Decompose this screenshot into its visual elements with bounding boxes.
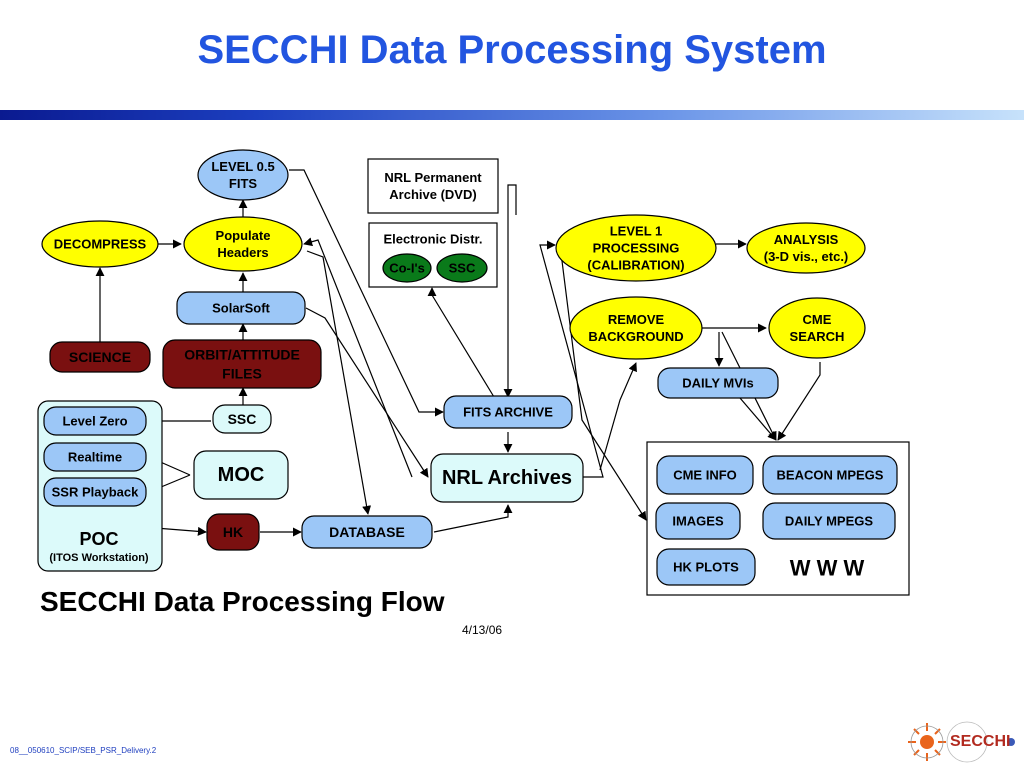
node-level1: LEVEL 1 PROCESSING (CALIBRATION) bbox=[555, 214, 717, 282]
node-fits-archive: FITS ARCHIVE bbox=[443, 395, 573, 429]
node-daily-mpegs: DAILY MPEGS bbox=[762, 502, 896, 540]
node-moc: MOC bbox=[193, 450, 289, 500]
populate-label: Populate bbox=[216, 228, 271, 243]
moc-label: MOC bbox=[218, 464, 265, 486]
cme-info-label: CME INFO bbox=[673, 468, 737, 483]
level-zero-label: Level Zero bbox=[62, 414, 127, 429]
nrl-permanent-label: NRL Permanent bbox=[384, 170, 482, 185]
solarsoft-label: SolarSoft bbox=[212, 301, 270, 316]
daily-mpegs-label: DAILY MPEGS bbox=[785, 514, 873, 529]
title-gradient-rule bbox=[0, 110, 1024, 120]
analysis-label: (3-D vis., etc.) bbox=[764, 249, 849, 264]
remove-bg-label: REMOVE bbox=[608, 312, 665, 327]
level1-label: PROCESSING bbox=[593, 241, 680, 256]
node-www: W W W bbox=[790, 556, 865, 581]
orbit-label: FILES bbox=[222, 366, 262, 382]
node-solarsoft: SolarSoft bbox=[176, 291, 306, 325]
node-science: SCIENCE bbox=[49, 341, 151, 373]
node-poc: POC bbox=[79, 529, 118, 549]
node-hk-plots: HK PLOTS bbox=[656, 548, 756, 586]
node-decompress: DECOMPRESS bbox=[41, 220, 159, 268]
daily-mvis-label: DAILY MVIs bbox=[682, 376, 754, 391]
cme-search-label: SEARCH bbox=[790, 329, 845, 344]
science-label: SCIENCE bbox=[69, 349, 131, 365]
page-title: SECCHI Data Processing System bbox=[197, 28, 827, 72]
node-orbit: ORBIT/ATTITUDE FILES bbox=[162, 339, 322, 389]
node-electronic: Electronic Distr. bbox=[384, 232, 483, 247]
poc-label: POC bbox=[79, 529, 118, 549]
realtime-label: Realtime bbox=[68, 450, 122, 465]
edge-nrl-populate bbox=[303, 237, 413, 478]
nrl-permanent-box bbox=[367, 158, 499, 214]
edge-fits-permanent bbox=[503, 184, 517, 398]
ssc-green-label: SSC bbox=[449, 261, 476, 276]
node-realtime: Realtime bbox=[43, 442, 147, 472]
edge-populate-database bbox=[306, 250, 372, 515]
database-label: DATABASE bbox=[329, 524, 405, 540]
electronic-label: Electronic Distr. bbox=[384, 232, 483, 247]
node-database: DATABASE bbox=[301, 515, 433, 549]
level05-label: FITS bbox=[229, 176, 257, 191]
sun-logo-icon bbox=[908, 721, 1015, 763]
images-label: IMAGES bbox=[672, 514, 724, 529]
footer-label: 08__050610_SCIP/SEB_PSR_Delivery.2 bbox=[10, 746, 157, 755]
flow-title: SECCHI Data Processing Flow bbox=[40, 586, 445, 617]
edge-cme-www bbox=[777, 362, 821, 441]
nrl-permanent-label: Archive (DVD) bbox=[389, 187, 476, 202]
edge-level05-fits bbox=[289, 169, 444, 417]
edge-fits-electronic bbox=[427, 287, 495, 398]
remove-bg-label: BACKGROUND bbox=[588, 329, 683, 344]
node-images: IMAGES bbox=[655, 502, 741, 540]
www-label: W W W bbox=[790, 556, 865, 581]
node-daily-mvis: DAILY MVIs bbox=[657, 367, 779, 399]
orbit-label: ORBIT/ATTITUDE bbox=[184, 347, 300, 363]
edge-nrl-level1 bbox=[539, 240, 604, 478]
cme-search-label: CME bbox=[803, 312, 832, 327]
level1-label: (CALIBRATION) bbox=[587, 258, 684, 273]
ssr-playback-label: SSR Playback bbox=[52, 485, 139, 500]
node-hk: HK bbox=[206, 513, 260, 551]
hk-label: HK bbox=[223, 524, 243, 540]
poc-sub-label: (ITOS Workstation) bbox=[49, 552, 149, 564]
node-cme-search: CME SEARCH bbox=[768, 297, 866, 359]
fits-archive-label: FITS ARCHIVE bbox=[463, 405, 553, 420]
node-coi: Co-I's bbox=[382, 253, 432, 283]
beacon-label: BEACON MPEGS bbox=[777, 468, 884, 483]
node-level-zero: Level Zero bbox=[43, 406, 147, 436]
ssc-poc-label: SSC bbox=[228, 411, 257, 427]
edge-database-nrl bbox=[433, 504, 513, 533]
edge-nrl-remove bbox=[599, 362, 637, 471]
node-beacon: BEACON MPEGS bbox=[762, 455, 898, 495]
edge-nrl-www bbox=[559, 244, 647, 521]
node-ssc-poc: SSC bbox=[212, 404, 272, 434]
node-remove-bg: REMOVE BACKGROUND bbox=[569, 296, 703, 360]
node-poc-sub: (ITOS Workstation) bbox=[49, 552, 149, 564]
nrl-archives-label: NRL Archives bbox=[442, 467, 572, 489]
node-analysis: ANALYSIS (3-D vis., etc.) bbox=[746, 222, 866, 274]
node-ssc-green: SSC bbox=[436, 253, 488, 283]
analysis-label: ANALYSIS bbox=[774, 232, 839, 247]
edge-solarsoft-nrl bbox=[305, 307, 429, 478]
hk-plots-label: HK PLOTS bbox=[673, 560, 739, 575]
date-label: 4/13/06 bbox=[462, 623, 503, 637]
level1-label: LEVEL 1 bbox=[610, 224, 663, 239]
edge-mvis-www bbox=[739, 397, 777, 441]
decompress-label: DECOMPRESS bbox=[54, 237, 147, 252]
level05-label: LEVEL 0.5 bbox=[211, 159, 274, 174]
coi-label: Co-I's bbox=[389, 261, 425, 276]
logo-text: SECCHI bbox=[950, 733, 1011, 750]
node-cme-info: CME INFO bbox=[656, 455, 754, 495]
node-nrl-archives: NRL Archives bbox=[430, 453, 584, 503]
node-ssr-playback: SSR Playback bbox=[43, 477, 147, 507]
populate-label: Headers bbox=[217, 245, 268, 260]
